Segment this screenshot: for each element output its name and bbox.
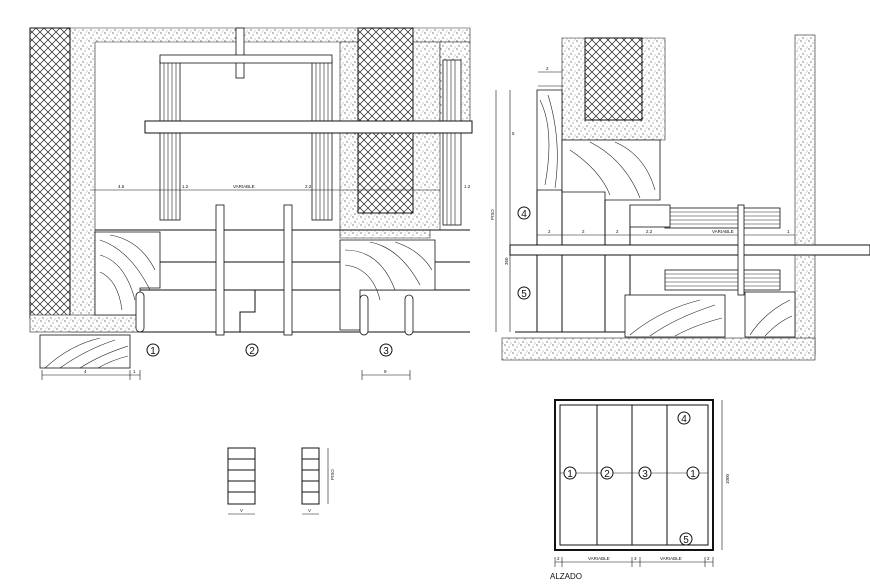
plan-rail bbox=[144, 120, 473, 134]
small-detail-right-side: PISO bbox=[330, 469, 335, 480]
elev-callout-2: 2 bbox=[600, 466, 614, 480]
right-block-top bbox=[629, 204, 671, 228]
plan-callout-1: 1 bbox=[146, 343, 160, 357]
elev-callout-3: 3 bbox=[638, 466, 652, 480]
right-dim-var: VARIABLE bbox=[712, 229, 734, 234]
svg-text:2: 2 bbox=[604, 469, 610, 480]
plan-wall-base bbox=[29, 314, 141, 333]
plan-pin-3 bbox=[404, 294, 414, 336]
right-timber-top bbox=[536, 89, 563, 191]
right-dim-piso: PISO bbox=[490, 209, 495, 220]
plan-dim-bottom-4: 4 bbox=[84, 369, 87, 374]
plan-timber-bottom bbox=[39, 334, 131, 369]
small-detail-right-dim: V bbox=[308, 508, 311, 513]
plan-door-leaf-left bbox=[159, 59, 181, 221]
elev-dim-c: 3 bbox=[634, 556, 637, 561]
right-callout-5: 5 bbox=[517, 286, 531, 300]
elevation: 1 2 3 1 4 5 1000 2 VARIABL bbox=[550, 399, 730, 581]
small-detail-left-dim: V bbox=[240, 508, 243, 513]
right-dim-5: 5 bbox=[512, 131, 515, 136]
plan-dim-4-5: 4.5 bbox=[118, 184, 125, 189]
right-brick bbox=[584, 37, 643, 121]
elev-callout-1b: 1 bbox=[686, 466, 700, 480]
elev-dim-b: VARIABLE bbox=[588, 556, 610, 561]
svg-text:1: 1 bbox=[150, 346, 156, 357]
right-section: 2 5 PISO 350 2 2 2 2.2 VAR bbox=[490, 34, 870, 361]
plan-post-2 bbox=[283, 204, 293, 336]
plan-step bbox=[239, 290, 256, 332]
elev-callout-5: 5 bbox=[679, 532, 693, 546]
right-leaf-upper bbox=[664, 207, 781, 229]
right-block-bottom-right bbox=[744, 291, 796, 338]
plan-dim-1-2: 1.2 bbox=[182, 184, 189, 189]
right-timber-mid bbox=[561, 139, 661, 201]
plan-pin-2 bbox=[359, 294, 369, 336]
small-detail-left: V bbox=[227, 447, 256, 515]
plan-timber-right bbox=[339, 239, 436, 331]
plan-header bbox=[159, 54, 333, 64]
plan-door-leaf-far bbox=[442, 59, 462, 226]
right-dim-b: 2 bbox=[582, 229, 585, 234]
plan-dim-bottom-9: 9 bbox=[384, 369, 387, 374]
elev-callout-4: 4 bbox=[677, 411, 691, 425]
right-rail bbox=[509, 244, 870, 256]
right-dim-350: 350 bbox=[504, 257, 509, 265]
right-callout-4: 4 bbox=[517, 206, 531, 220]
elev-dim-e: 2 bbox=[707, 556, 710, 561]
plan-dim-bottom-1: 1 bbox=[133, 369, 136, 374]
small-detail-right: V PISO bbox=[301, 447, 335, 515]
right-dim-d: 2.2 bbox=[646, 229, 653, 234]
svg-text:3: 3 bbox=[383, 346, 389, 357]
plan-callout-3: 3 bbox=[379, 343, 393, 357]
plan-callout-2: 2 bbox=[245, 343, 259, 357]
svg-text:5: 5 bbox=[521, 289, 527, 300]
plan-pin-1 bbox=[135, 291, 145, 333]
svg-text:5: 5 bbox=[683, 535, 689, 546]
svg-text:1: 1 bbox=[567, 469, 573, 480]
plan-post-1 bbox=[215, 204, 225, 336]
elevation-frame bbox=[554, 399, 714, 551]
elevation-title: ALZADO bbox=[550, 572, 582, 581]
svg-text:1: 1 bbox=[690, 469, 696, 480]
elev-side-dim-value: 1000 bbox=[725, 473, 730, 484]
right-post bbox=[737, 204, 745, 296]
plan-dim-1-2b: 1.2 bbox=[464, 184, 471, 189]
elev-dim-a: 2 bbox=[557, 556, 560, 561]
plan-dim-variable: VARIABLE bbox=[233, 184, 255, 189]
svg-text:4: 4 bbox=[681, 414, 687, 425]
elev-dim-d: VARIABLE bbox=[660, 556, 682, 561]
elev-callout-1a: 1 bbox=[563, 466, 577, 480]
right-dim-top-2: 2 bbox=[546, 66, 549, 71]
plan-section: 4.5 1.2 VARIABLE 2.2 1.2 bbox=[29, 27, 473, 380]
svg-text:3: 3 bbox=[642, 469, 648, 480]
right-dim-a: 2 bbox=[548, 229, 551, 234]
right-dim-end: 1 bbox=[787, 229, 790, 234]
svg-text:4: 4 bbox=[521, 209, 527, 220]
right-wall-col bbox=[794, 34, 816, 356]
plan-brick-left bbox=[29, 27, 71, 319]
right-dim-c: 2 bbox=[616, 229, 619, 234]
plan-dim-2-2: 2.2 bbox=[305, 184, 312, 189]
plan-top-slot bbox=[235, 27, 245, 79]
right-leaf-lower bbox=[664, 269, 781, 291]
svg-text:2: 2 bbox=[249, 346, 255, 357]
right-block-bottom-left bbox=[624, 294, 726, 338]
plan-door-leaf-right bbox=[311, 59, 333, 221]
right-wall-floor bbox=[501, 337, 816, 361]
plan-timber-left bbox=[94, 231, 161, 316]
